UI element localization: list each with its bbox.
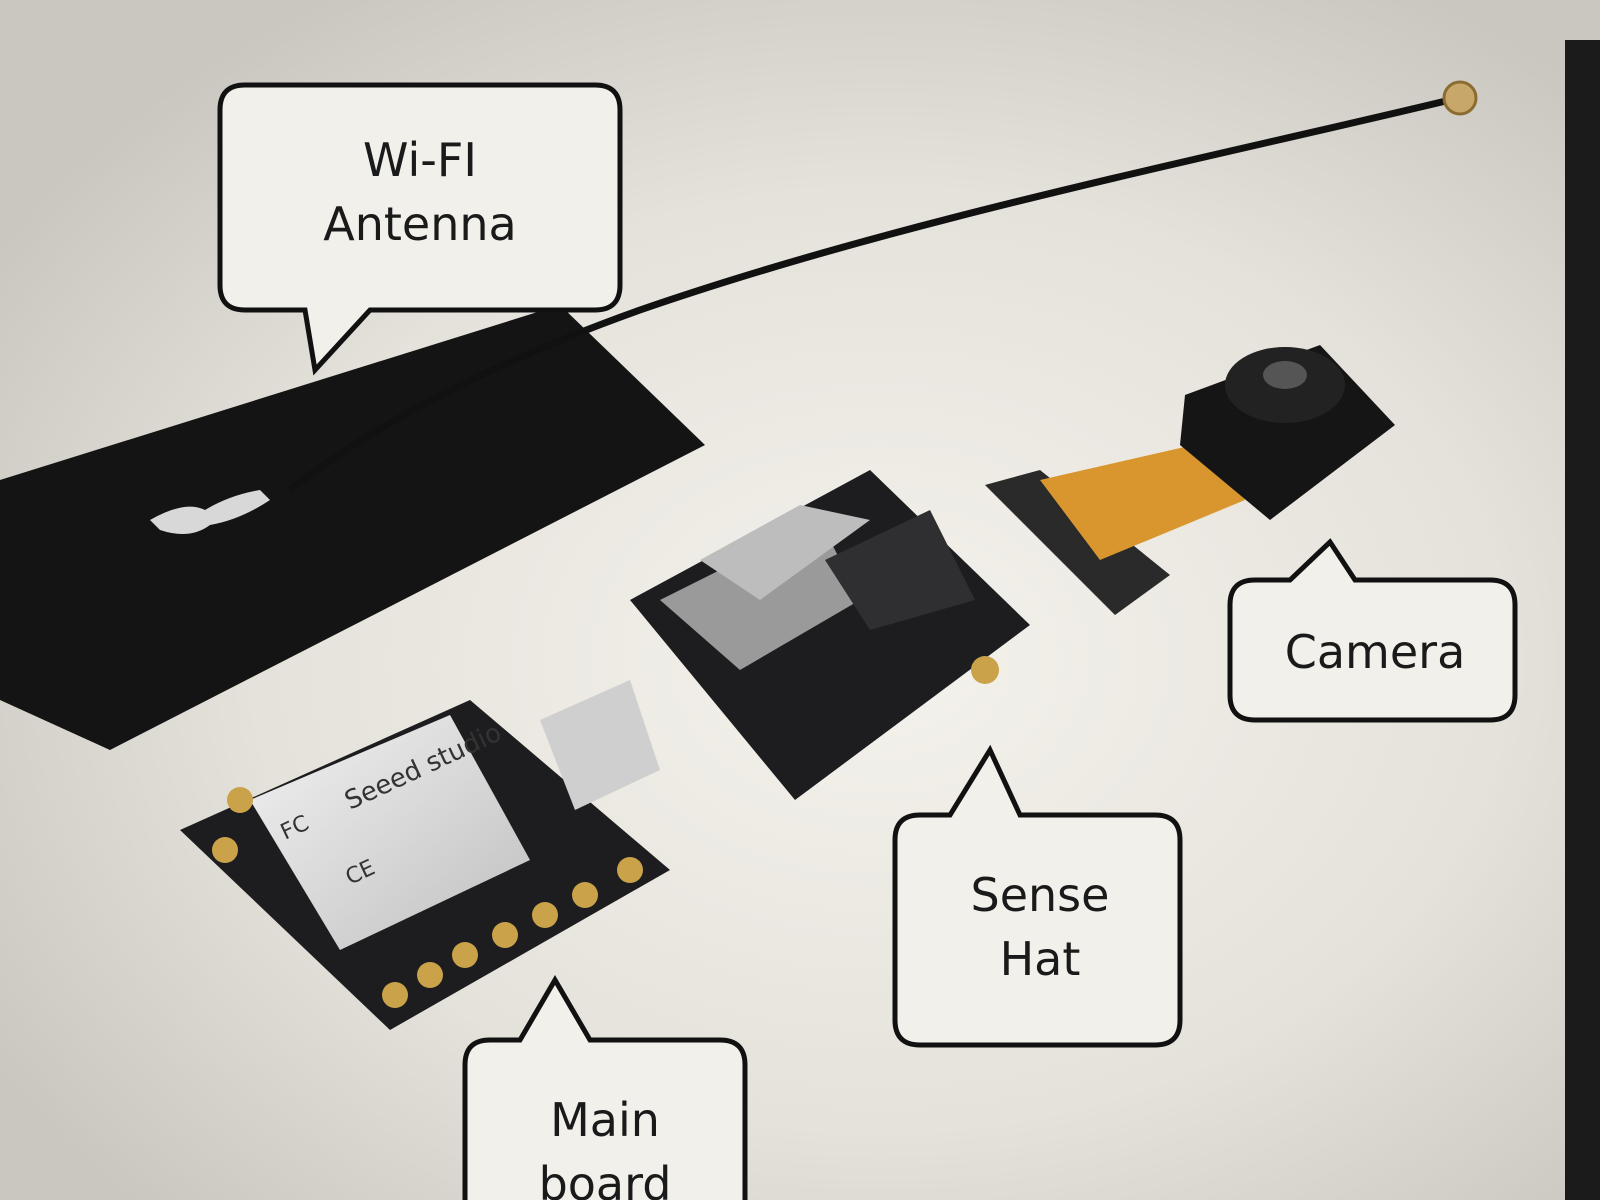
monitor-bezel <box>1565 40 1600 1200</box>
wifi-antenna-label: Wi-FI Antenna <box>230 128 610 256</box>
main-board-label-line2: board <box>538 1157 672 1200</box>
wifi-antenna-callout <box>217 82 623 376</box>
camera-label-line1: Camera <box>1284 625 1466 679</box>
sense-hat-label-line1: Sense <box>970 868 1110 922</box>
sense-hat-label-line2: Hat <box>999 932 1081 986</box>
camera-label: Camera <box>1235 620 1515 684</box>
sense-hat-board <box>630 470 1030 800</box>
wifi-antenna-label-line1: Wi-FI <box>363 133 477 187</box>
camera-module <box>985 345 1395 615</box>
main-board-label: Main board <box>465 1088 745 1200</box>
main-board-callout <box>462 975 748 1200</box>
sense-hat-callout <box>892 744 1183 1048</box>
sense-hat-label: Sense Hat <box>900 863 1180 991</box>
main-board-label-line1: Main <box>550 1093 660 1147</box>
wifi-antenna-component <box>0 80 1478 750</box>
wifi-antenna-label-line2: Antenna <box>323 197 517 251</box>
camera-callout <box>1227 538 1518 723</box>
